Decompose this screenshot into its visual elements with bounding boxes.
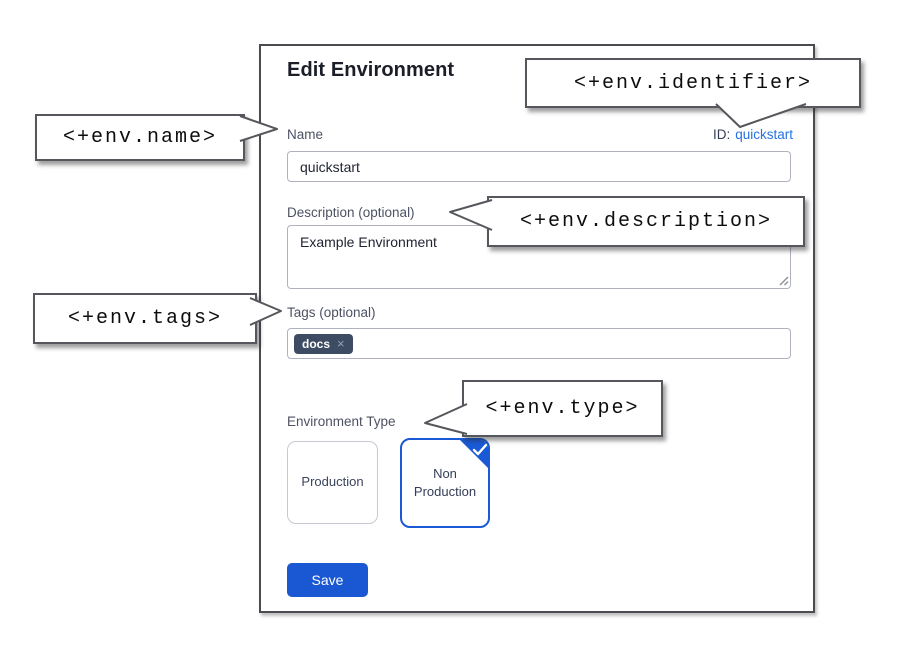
name-label: Name <box>287 127 324 142</box>
identifier-row: ID: quickstart <box>713 127 793 142</box>
callout-env-tags: <+env.tags> <box>33 293 257 344</box>
id-value-link[interactable]: quickstart <box>735 127 793 142</box>
production-type-label: Production <box>301 474 364 490</box>
dialog-title: Edit Environment <box>287 59 455 81</box>
callout-env-name: <+env.name> <box>35 114 245 161</box>
id-label: ID: <box>712 127 731 142</box>
name-input[interactable] <box>287 151 791 182</box>
tag-chip: docs × <box>294 333 353 354</box>
tags-label: Tags (optional) <box>287 305 376 320</box>
remove-tag-icon[interactable]: × <box>337 335 345 351</box>
save-button[interactable]: Save <box>287 563 368 597</box>
callout-env-type: <+env.type> <box>462 380 663 437</box>
tags-input[interactable]: docs × <box>287 328 791 359</box>
production-type-card[interactable]: Production <box>287 441 378 524</box>
selected-check-icon <box>460 440 488 468</box>
tag-chip-label: docs <box>302 336 331 351</box>
non-production-type-label: Non Production <box>413 465 477 499</box>
callout-env-identifier: <+env.identifier> <box>525 58 861 108</box>
description-label: Description (optional) <box>287 205 415 220</box>
callout-env-description: <+env.description> <box>487 196 805 247</box>
edit-environment-dialog: Edit Environment Name ID: quickstart Des… <box>259 44 815 613</box>
environment-type-label: Environment Type <box>287 414 396 429</box>
non-production-type-card[interactable]: Non Production <box>400 438 490 528</box>
